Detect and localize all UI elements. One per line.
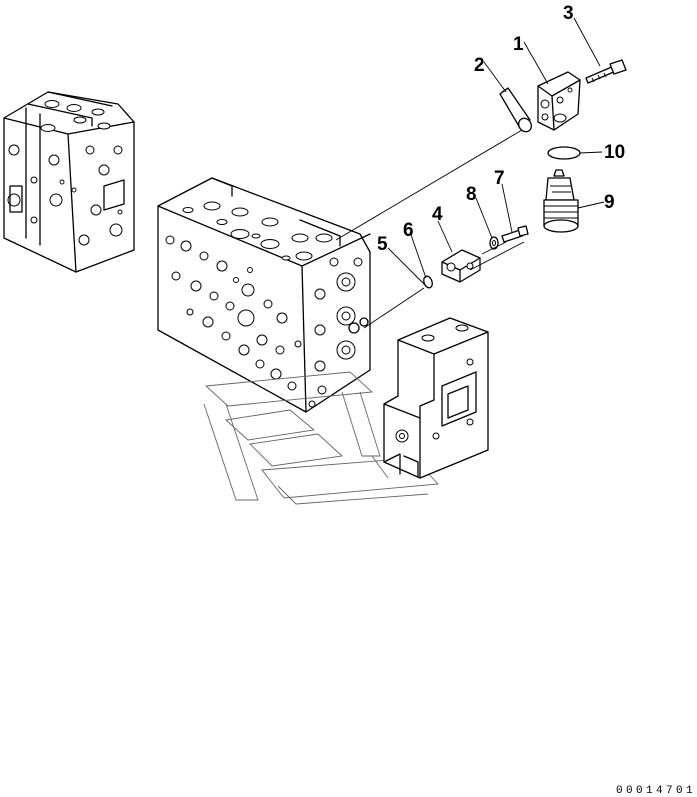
leader-6 — [409, 231, 427, 279]
main-valve-block — [157, 177, 371, 413]
axis-part-7-b — [469, 241, 525, 271]
label-10: 10 — [604, 142, 625, 163]
part-6-plug — [423, 275, 433, 289]
part-4-block — [441, 249, 481, 283]
label-9: 9 — [604, 192, 615, 213]
label-5: 5 — [377, 234, 388, 255]
leader-5 — [387, 247, 425, 285]
part-labels: 1 2 3 4 5 6 7 8 9 10 — [377, 3, 625, 255]
background-outline — [203, 371, 439, 505]
part-2-plug — [499, 87, 532, 133]
part-3-bolt — [585, 59, 627, 84]
leader-9 — [577, 201, 605, 209]
part-10-o-ring — [547, 146, 581, 160]
label-1: 1 — [513, 34, 524, 55]
lower-valve-section — [383, 317, 489, 479]
leader-7 — [501, 183, 513, 233]
axis-part-2 — [335, 129, 523, 241]
leader-10 — [579, 151, 603, 154]
part-7-bolt — [501, 225, 529, 243]
label-6: 6 — [403, 220, 414, 241]
label-2: 2 — [474, 55, 485, 76]
label-4: 4 — [432, 204, 443, 225]
leader-4 — [437, 220, 453, 253]
axis-part-5 — [363, 287, 425, 329]
leader-lines — [335, 17, 605, 329]
leader-8 — [475, 197, 493, 239]
axis-part-7 — [481, 241, 507, 255]
leader-2 — [483, 61, 507, 93]
label-7: 7 — [494, 168, 505, 189]
part-1-valve-body — [537, 71, 581, 131]
reference-valve-assembly — [3, 91, 135, 273]
part-9-cartridge-valve — [543, 169, 579, 233]
label-8: 8 — [466, 184, 477, 205]
drawing-code: 00014701 — [616, 785, 696, 797]
leader-1 — [523, 41, 549, 85]
label-3: 3 — [563, 3, 574, 24]
part-8-washer — [489, 236, 499, 250]
leader-3 — [573, 17, 601, 67]
